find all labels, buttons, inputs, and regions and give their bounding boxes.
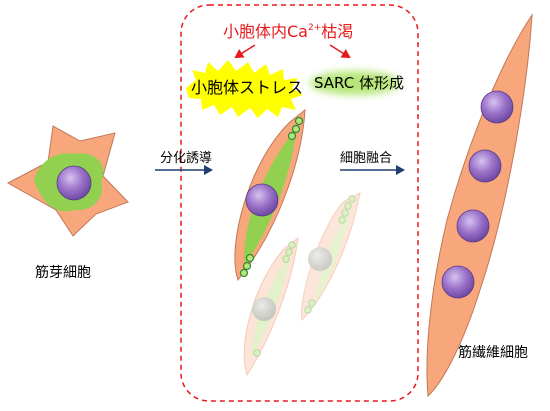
sarc-body — [245, 253, 255, 263]
title-suffix: 枯渇 — [321, 22, 354, 41]
faded-cell-left — [243, 236, 299, 377]
myotube-nucleus — [441, 265, 475, 299]
red-arrow-left — [234, 44, 256, 59]
myotube-nucleus — [480, 90, 514, 124]
sarc-body — [291, 124, 301, 134]
title-prefix: 小胞体内Ca — [223, 22, 308, 41]
myotube-nucleus — [468, 149, 502, 183]
faded-cell-right — [300, 192, 361, 322]
calcium-depletion-title: 小胞体内Ca2+枯渇 — [223, 18, 353, 42]
myotube-cell — [426, 13, 533, 398]
red-arrow-right — [329, 44, 351, 59]
dashed-frame — [180, 4, 419, 402]
myotube-label: 筋繊維細胞 — [458, 345, 528, 361]
er-stress-label: 小胞体ストレス — [191, 78, 304, 97]
myoblast-nucleus — [56, 165, 92, 201]
sarc-body — [294, 116, 304, 126]
cell-fusion-label: 細胞融合 — [340, 151, 393, 166]
myoblast-cell — [6, 125, 129, 237]
myotube-nucleus — [456, 209, 490, 243]
sarc-body — [239, 268, 249, 278]
sarc-body — [242, 261, 252, 271]
sarc-glow — [310, 71, 400, 95]
myoblast-label: 筋芽細胞 — [35, 265, 91, 281]
sarc-formation-label: SARC 体形成 — [314, 74, 404, 92]
differentiating-cell-nucleus — [245, 183, 279, 217]
sarc-body — [287, 131, 297, 141]
title-superscript: 2+ — [307, 23, 322, 33]
stress-starburst — [186, 60, 303, 118]
differentiating-cell — [234, 108, 306, 282]
differentiation-label: 分化誘導 — [160, 151, 213, 166]
